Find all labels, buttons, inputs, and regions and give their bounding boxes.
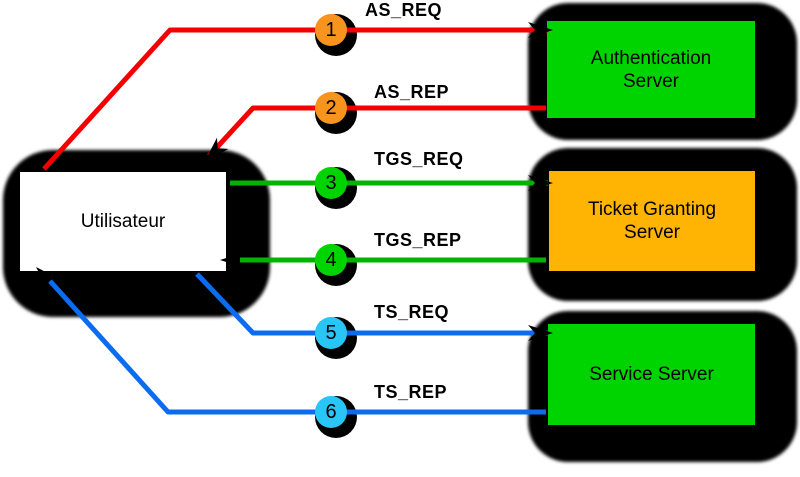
tgs-label-line1: Ticket Granting (587, 199, 717, 220)
step-badge-2: 2 (315, 92, 347, 124)
step-badge-6-number: 6 (325, 400, 337, 423)
step-badge-5-number: 5 (325, 321, 337, 344)
step-badge-4-number: 4 (325, 248, 337, 271)
auth-label-line2: Server (623, 70, 679, 92)
step-badge-3: 3 (315, 167, 347, 199)
badge-shadows (315, 14, 357, 438)
step-badge-2-number: 2 (325, 96, 337, 119)
node-ticket-granting-server-label: Ticket Granting Server (588, 198, 716, 244)
message-label-as-req: AS_REQ (365, 0, 443, 20)
step-badge-5: 5 (315, 317, 347, 349)
node-ticket-granting-server: Ticket Granting Server (547, 169, 757, 273)
message-label-ts-req: TS_REQ (374, 302, 450, 322)
step-badge-4: 4 (315, 244, 347, 276)
node-authentication-server-label: Authentication Server (591, 47, 711, 93)
step-badge-3-number: 3 (325, 171, 337, 194)
step-badge-1: 1 (315, 14, 347, 46)
message-label-ts-rep: TS_REP (374, 382, 448, 402)
auth-label-line1: Authentication (590, 47, 712, 69)
step-badge-6: 6 (315, 396, 347, 428)
as-req-line (42, 27, 548, 171)
node-utilisateur-label: Utilisateur (80, 211, 166, 232)
tgs-label-line2: Server (624, 222, 680, 243)
node-utilisateur: Utilisateur (18, 170, 228, 273)
message-label-as-rep: AS_REP (374, 82, 450, 102)
node-service-server: Service Server (546, 322, 757, 427)
message-label-tgs-req: TGS_REQ (374, 149, 464, 169)
step-badge-1-number: 1 (325, 18, 337, 41)
message-label-tgs-rep: TGS_REP (374, 230, 462, 250)
node-service-server-label: Service Server (589, 364, 714, 385)
node-authentication-server: Authentication Server (545, 19, 757, 120)
